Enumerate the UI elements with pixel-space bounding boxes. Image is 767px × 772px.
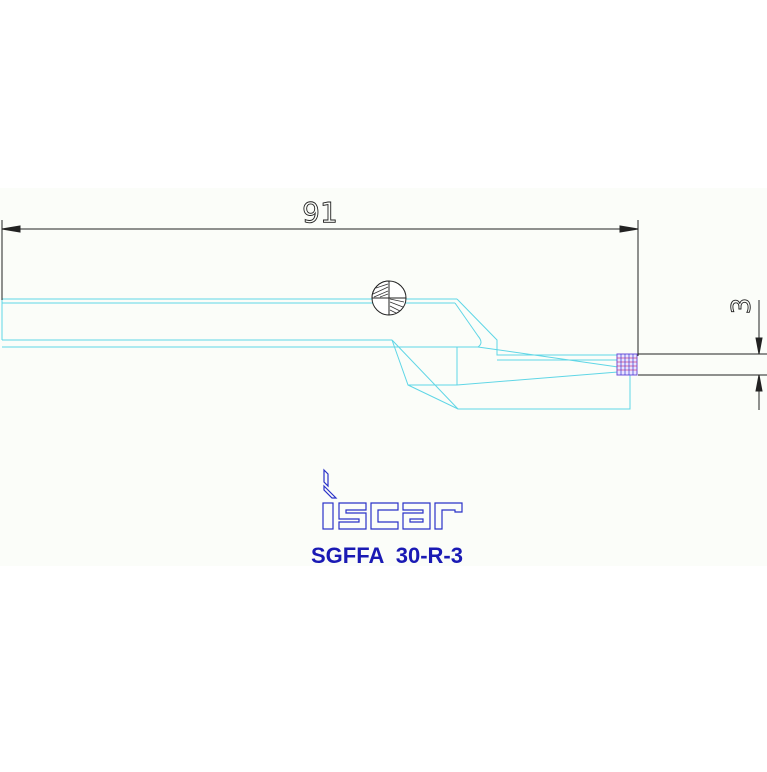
part-number: SGFFA 30-R-3	[311, 543, 463, 568]
support-body	[391, 339, 631, 410]
arrow-left	[1, 225, 21, 233]
blade-taper	[456, 298, 618, 356]
head-slope-2	[477, 346, 619, 368]
iscar-logo	[322, 468, 463, 530]
dimension-3	[638, 300, 767, 410]
arrow-down	[755, 337, 763, 355]
blade-taper-inner	[454, 302, 482, 348]
dimension-3-label: 3	[727, 298, 757, 315]
insert-tip	[616, 353, 638, 376]
dimension-91-label: 91	[302, 196, 338, 229]
support-body-2	[391, 339, 459, 410]
blade-outline	[1, 298, 631, 410]
projection-symbol	[371, 280, 407, 316]
support-slope	[456, 371, 619, 386]
arrow-right	[619, 225, 639, 233]
insert-tip-hatch	[616, 353, 638, 376]
arrow-up	[755, 374, 763, 392]
drawing-sheet	[0, 188, 767, 566]
dimension-91	[1, 220, 639, 356]
